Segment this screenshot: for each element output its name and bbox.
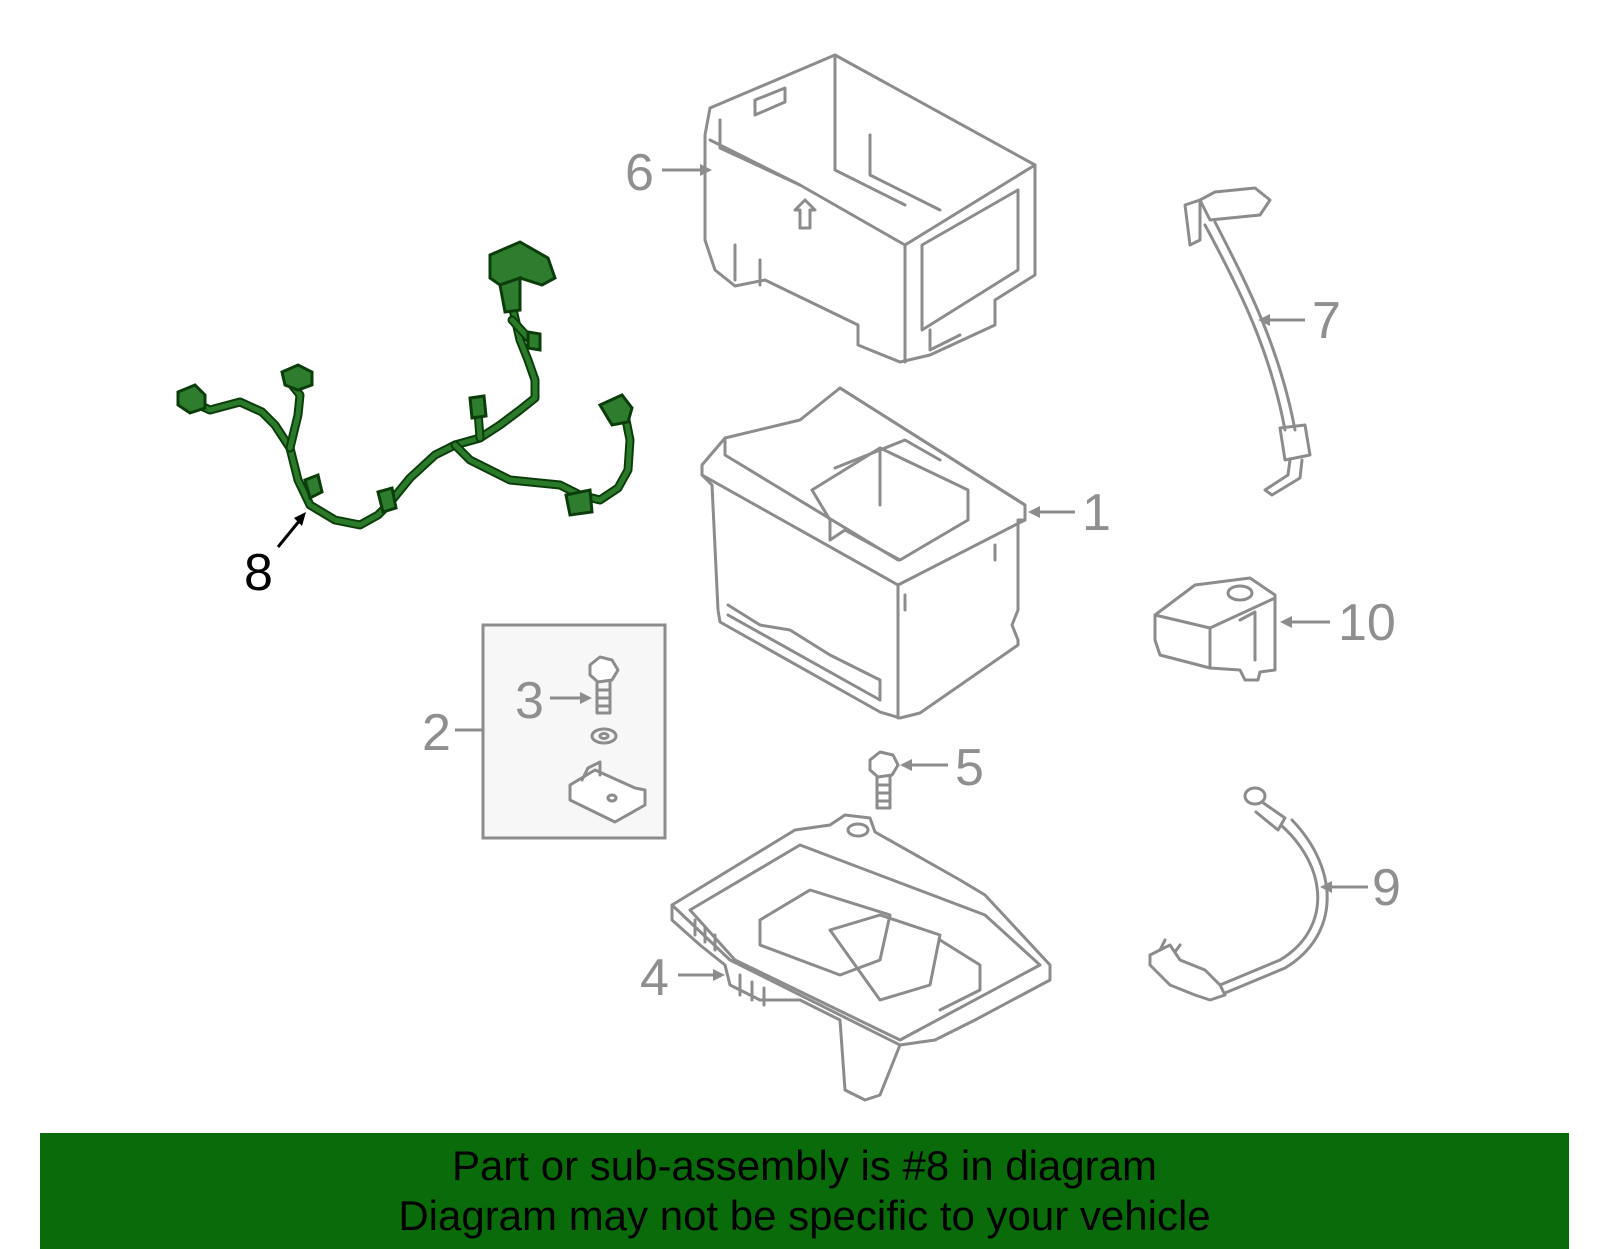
svg-text:1: 1 xyxy=(1082,484,1111,542)
svg-text:7: 7 xyxy=(1312,292,1341,350)
part-10-terminal-cover xyxy=(1153,576,1277,682)
svg-text:9: 9 xyxy=(1372,859,1401,917)
svg-text:4: 4 xyxy=(640,949,669,1007)
svg-text:2: 2 xyxy=(422,704,451,762)
part-9-ground-cable xyxy=(1148,786,1329,1002)
callout-7: 7 xyxy=(1258,292,1341,350)
svg-text:10: 10 xyxy=(1338,594,1396,652)
banner-line-2: Diagram may not be specific to your vehi… xyxy=(398,1192,1211,1239)
callout-5: 5 xyxy=(900,739,984,797)
callout-6: 6 xyxy=(625,144,712,202)
svg-text:8: 8 xyxy=(244,544,273,602)
callout-2: 2 xyxy=(422,704,483,762)
part-7-battery-cable xyxy=(1183,186,1312,497)
part-2-hold-down-kit xyxy=(481,623,667,840)
part-5-bolt xyxy=(868,750,900,810)
callout-10: 10 xyxy=(1280,594,1396,652)
part-4-battery-tray xyxy=(670,813,1052,1102)
callout-8: 8 xyxy=(244,512,306,602)
svg-text:6: 6 xyxy=(625,144,654,202)
callout-3: 3 xyxy=(515,672,592,730)
callout-4: 4 xyxy=(640,949,725,1007)
callout-9: 9 xyxy=(1320,859,1401,917)
callout-1: 1 xyxy=(1028,484,1111,542)
part-6-battery-box xyxy=(703,53,1037,364)
part-1-battery xyxy=(700,386,1027,720)
info-banner: Part or sub-assembly is #8 in diagram Di… xyxy=(40,1133,1569,1249)
banner-line-1: Part or sub-assembly is #8 in diagram xyxy=(452,1142,1157,1189)
part-8-wiring-harness xyxy=(176,240,635,530)
svg-text:5: 5 xyxy=(955,739,984,797)
svg-text:3: 3 xyxy=(515,672,544,730)
